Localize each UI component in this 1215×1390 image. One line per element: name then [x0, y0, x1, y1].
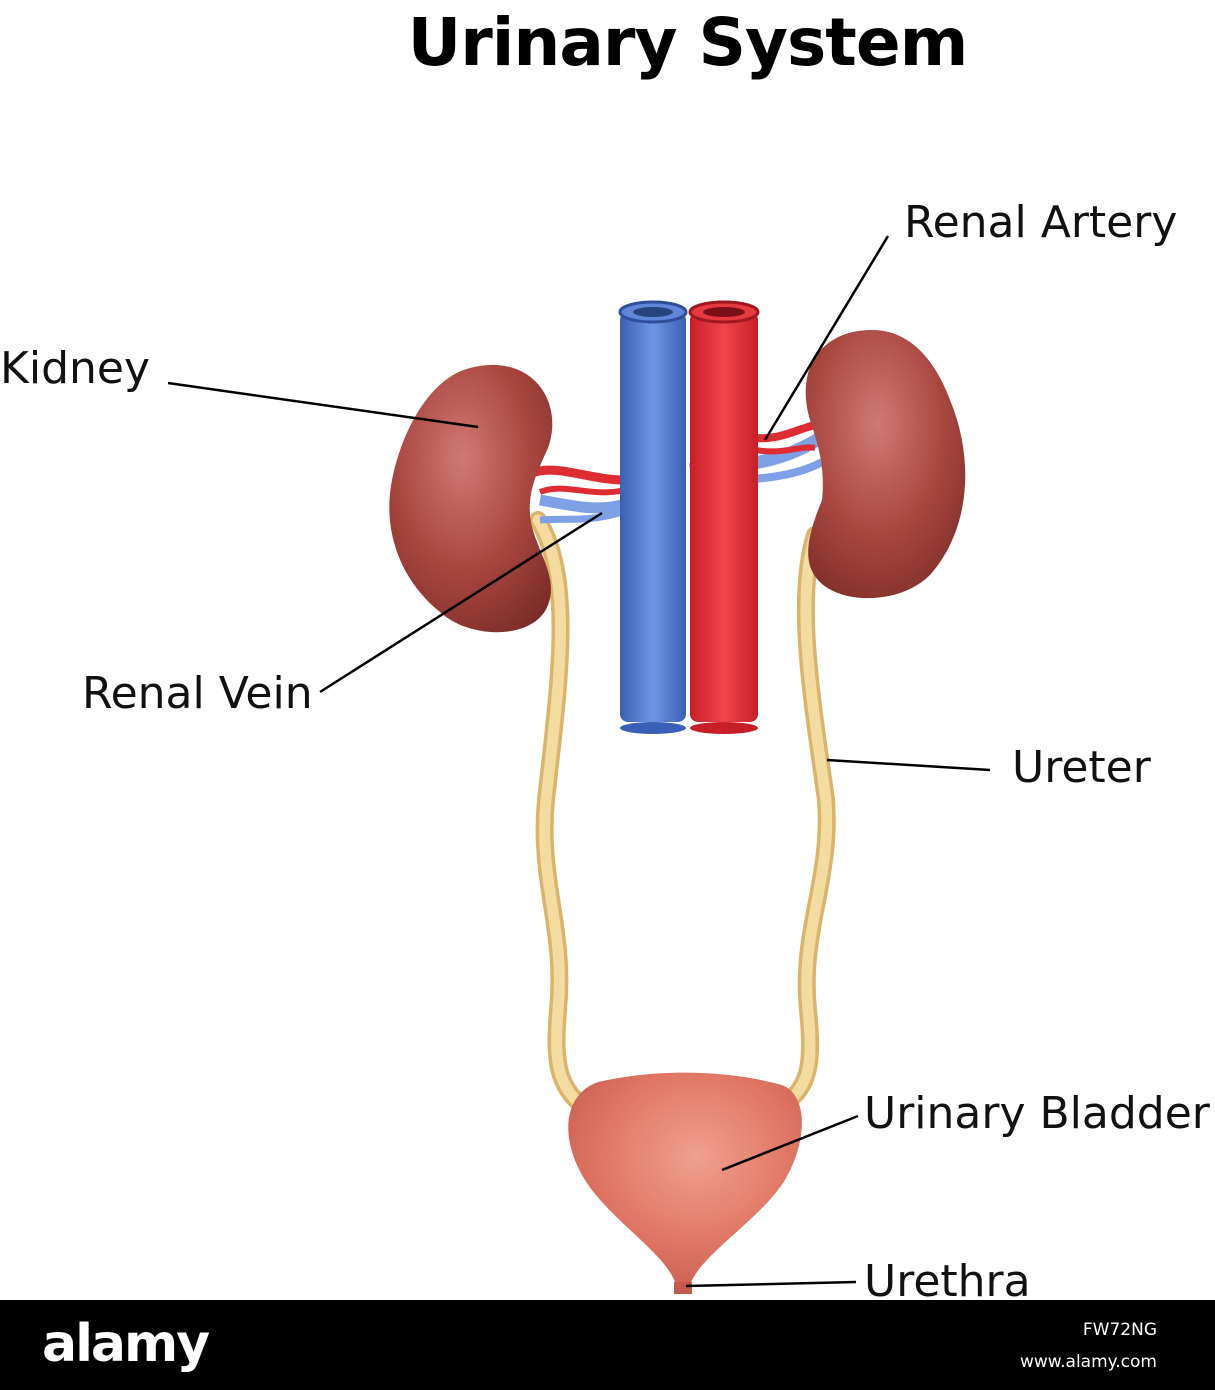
- urethra-tip: [674, 1282, 692, 1294]
- leader-urinary-bladder: [721, 1114, 859, 1172]
- urinary-system-illustration: [167, 235, 991, 1294]
- leader-kidney: [167, 381, 479, 429]
- label-urinary-bladder: Urinary Bladder: [864, 1088, 1210, 1139]
- leader-renal-vein: [319, 511, 603, 694]
- watermark-footer: alamy FW72NG www.alamy.com: [0, 1300, 1215, 1390]
- footer-url: www.alamy.com: [1019, 1352, 1157, 1372]
- diagram-title: Urinary System: [407, 4, 969, 81]
- right-kidney: [805, 330, 966, 599]
- bladder: [568, 1072, 802, 1285]
- leader-renal-artery: [763, 235, 890, 441]
- aorta: [690, 312, 758, 722]
- leader-urethra: [685, 1280, 857, 1288]
- label-renal-artery: Renal Artery: [904, 197, 1178, 248]
- label-urethra: Urethra: [864, 1256, 1031, 1307]
- label-renal-vein: Renal Vein: [82, 668, 313, 719]
- leader-ureter: [826, 758, 991, 772]
- label-kidney: Kidney: [0, 343, 151, 394]
- vena-cava: [620, 312, 686, 722]
- label-ureter: Ureter: [1012, 742, 1151, 793]
- alamy-logo: alamy: [42, 1314, 210, 1374]
- left-kidney: [389, 364, 553, 633]
- image-id: FW72NG: [1082, 1320, 1157, 1340]
